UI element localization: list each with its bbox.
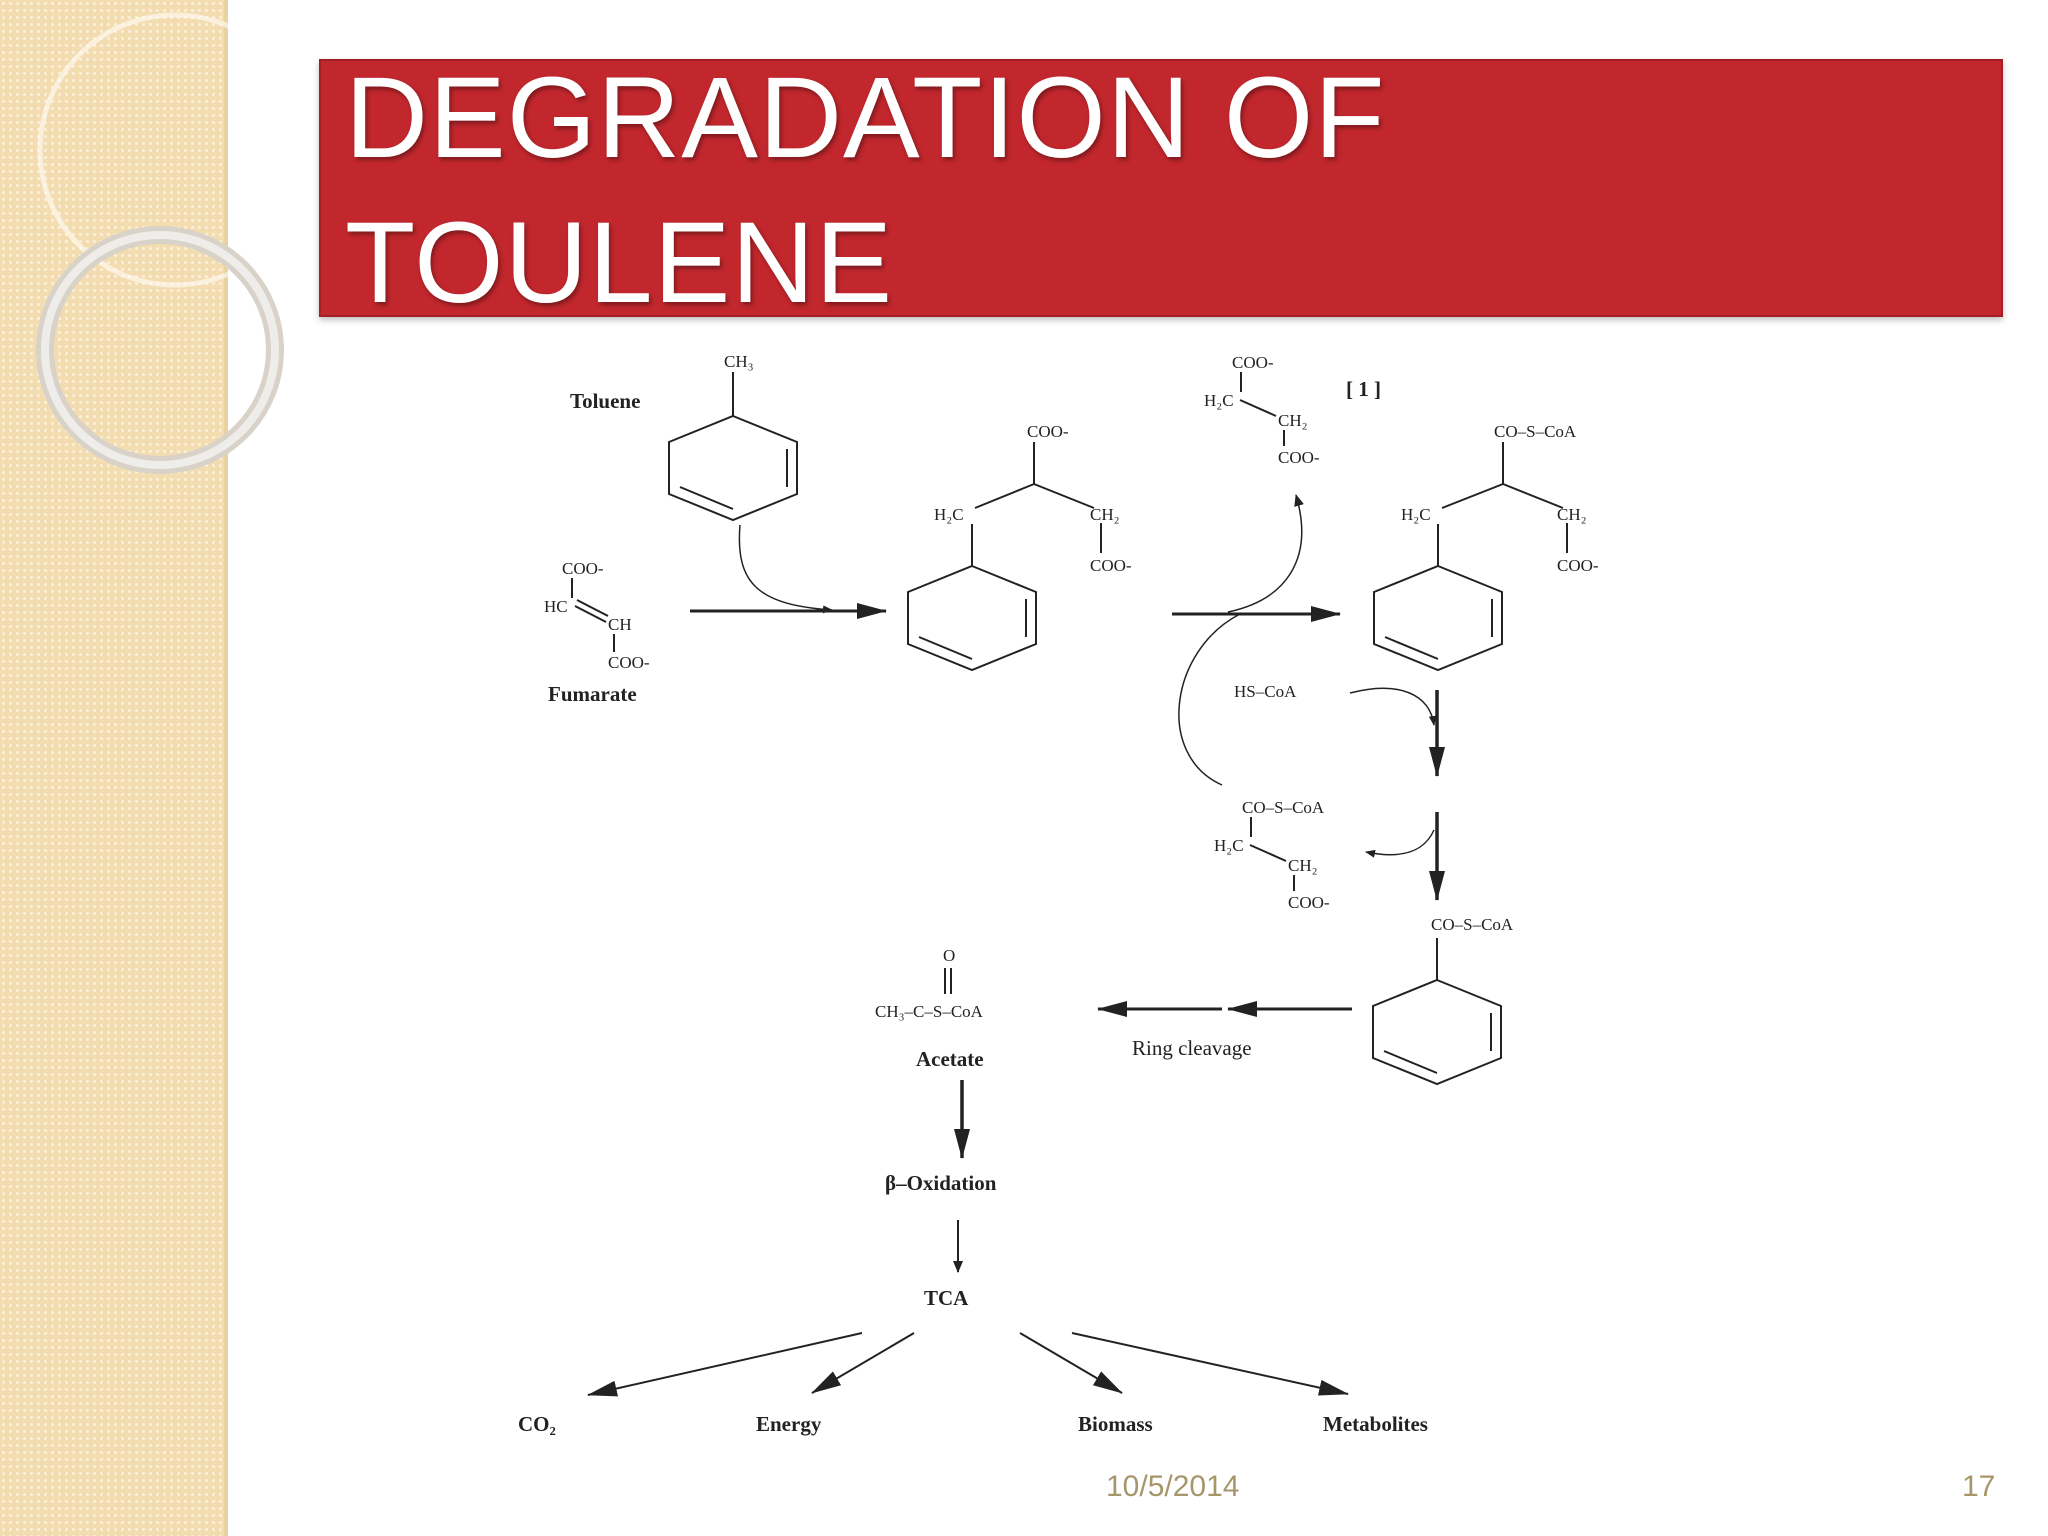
arrow-to-metabolites — [1071, 1332, 1349, 1396]
benzylsuccinylcoa-coo: COO- — [1557, 556, 1599, 575]
toluene-structure — [668, 372, 798, 522]
benzylsuccinylcoa-ch2: CH₂ — [1557, 505, 1587, 524]
succinate-h2c: H₂C — [1204, 391, 1234, 410]
arrow-succinate-release — [1227, 494, 1304, 613]
benzylsuccinate-ch2: CH₂ — [1090, 505, 1120, 524]
acetylcoa-o: O — [943, 946, 955, 965]
fumarate-coo-top: COO- — [562, 559, 604, 578]
succinylcoa-ch2: CH₂ — [1288, 856, 1318, 875]
arrow-succinylcoa-cycle — [1178, 613, 1241, 786]
acetylcoa-double-bond — [944, 968, 952, 994]
ring-cleavage-label: Ring cleavage — [1132, 1036, 1252, 1060]
title-banner — [319, 59, 2003, 317]
arrow-to-co2 — [587, 1332, 863, 1397]
fumarate-coo-bottom: COO- — [608, 653, 650, 672]
slide-title-line-1: DEGRADATION OF — [345, 54, 1386, 182]
benzylsuccinylcoa-structure — [1373, 442, 1568, 672]
succinate-coo-bottom: COO- — [1278, 448, 1320, 467]
slide-title-line-2: TOULENE — [345, 199, 894, 327]
fumarate-hc: HC — [544, 597, 568, 616]
tca-label: TCA — [924, 1286, 969, 1310]
succinylcoa-h2c: H₂C — [1214, 836, 1244, 855]
benzylsuccinylcoa-h2c: H₂C — [1401, 505, 1431, 524]
decorative-sidebar — [0, 0, 228, 1536]
footer-date: 10/5/2014 — [1106, 1470, 1240, 1503]
benzylsuccinate-coo: COO- — [1027, 422, 1069, 441]
benzylsuccinate-structure — [907, 442, 1102, 672]
benzoylcoa-structure — [1372, 938, 1502, 1086]
toluene-label: Toluene — [570, 389, 640, 413]
fumarate-ch: CH — [608, 615, 632, 634]
succinate-ch2: CH₂ — [1278, 411, 1308, 430]
succinate-coo-top: COO- — [1232, 353, 1274, 372]
arrow-to-energy — [811, 1332, 915, 1394]
toluene-ch3: CH₃ — [724, 352, 754, 371]
arrow-hs-coa-curve — [1349, 687, 1437, 726]
succinylcoa-coscoa: CO–S–CoA — [1242, 798, 1325, 817]
arrow-to-biomass — [1019, 1332, 1123, 1394]
reference-label: [ 1 ] — [1346, 377, 1381, 401]
fumarate-label: Fumarate — [548, 682, 637, 706]
product-co2: CO₂ — [518, 1412, 556, 1436]
arrow-toluene-curve — [738, 524, 833, 614]
benzylsuccinate-coo2: COO- — [1090, 556, 1132, 575]
fumarate-bonds — [571, 578, 615, 652]
benzylsuccinate-h2c: H₂C — [934, 505, 964, 524]
beta-oxidation-label: β–Oxidation — [885, 1171, 997, 1195]
succinylcoa-bonds — [1249, 817, 1295, 891]
arrow-succinylcoa-release — [1365, 829, 1435, 858]
product-energy: Energy — [756, 1412, 822, 1436]
sidebar-edge — [224, 0, 228, 1536]
succinate-bonds — [1239, 372, 1285, 446]
succinylcoa-coo: COO- — [1288, 893, 1330, 912]
acetate-label: Acetate — [916, 1047, 984, 1071]
product-biomass: Biomass — [1078, 1412, 1153, 1436]
benzoylcoa-coscoa: CO–S–CoA — [1431, 915, 1514, 934]
benzylsuccinylcoa-coscoa: CO–S–CoA — [1494, 422, 1577, 441]
product-metabolites: Metabolites — [1323, 1412, 1428, 1436]
footer-page-number: 17 — [1962, 1470, 1996, 1503]
decorative-circles — [36, 12, 313, 474]
acetylcoa-formula: CH₃–C–S–CoA — [875, 1002, 984, 1021]
hs-coa-label: HS–CoA — [1234, 682, 1297, 701]
